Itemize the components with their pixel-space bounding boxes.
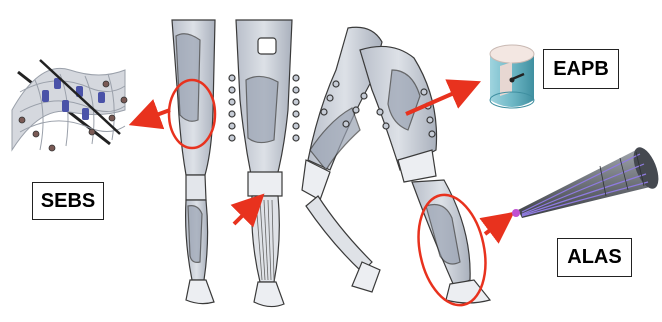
alas-label: ALAS xyxy=(557,238,632,277)
arrow-to-sebs xyxy=(140,110,170,121)
arrow-to-alas xyxy=(485,219,505,234)
leg-1 xyxy=(172,20,215,304)
exoskeleton-legs xyxy=(172,20,490,307)
sebs-mesh-icon xyxy=(12,60,127,151)
alas-cone-icon xyxy=(512,144,662,218)
sebs-label: SEBS xyxy=(32,182,104,220)
eapb-cylinder-icon xyxy=(490,45,534,108)
leg-2 xyxy=(229,20,299,307)
eapb-label: EAPB xyxy=(543,49,619,89)
leg-4 xyxy=(360,46,490,303)
